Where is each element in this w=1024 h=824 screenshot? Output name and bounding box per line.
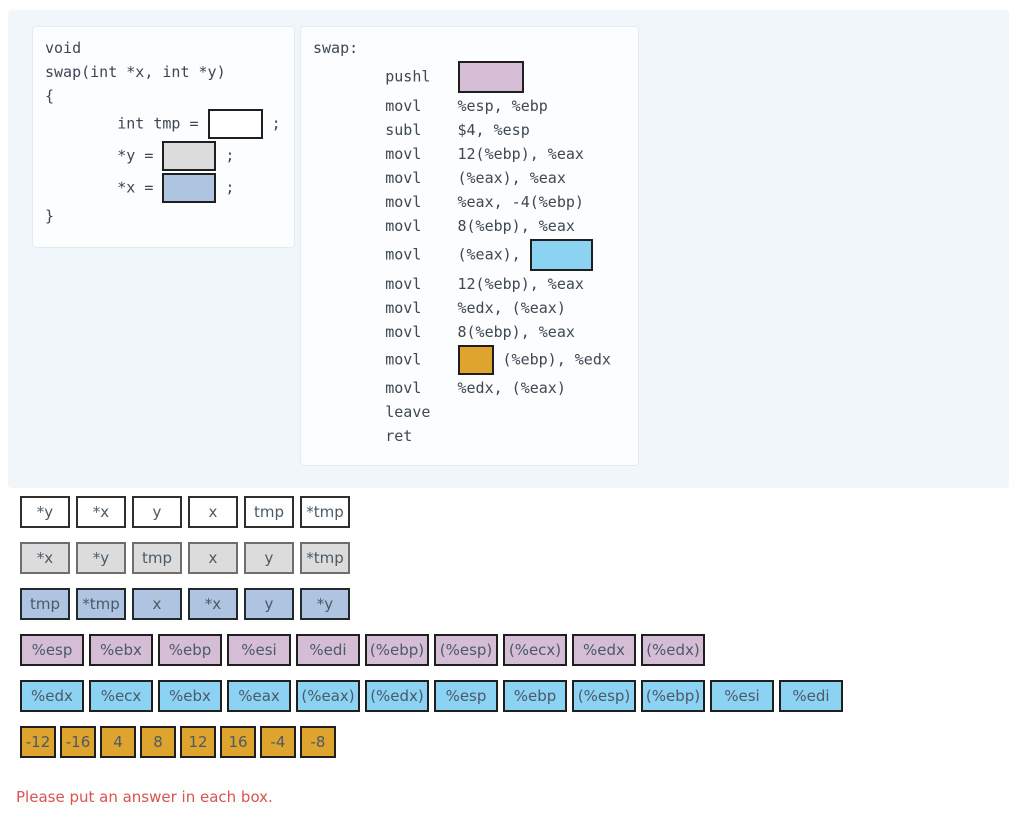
draggable-tile[interactable]: %ebx [89, 634, 153, 666]
drop-box-y-assign[interactable] [162, 141, 217, 171]
c-code-card: void swap(int *x, int *y) { int tmp = ; … [32, 26, 295, 248]
asm-line: movl 12(%ebp), %eax [313, 145, 584, 163]
asm-line: movl (%eax), %eax [313, 169, 566, 187]
assembly-card: swap: pushl movl %esp, %ebp subl $4, %es… [300, 26, 639, 466]
draggable-tile[interactable]: -8 [300, 726, 336, 758]
draggable-tile[interactable]: y [244, 588, 294, 620]
draggable-tile[interactable]: %ecx [89, 680, 153, 712]
draggable-tile[interactable]: %ebp [503, 680, 567, 712]
draggable-tile[interactable]: *y [300, 588, 350, 620]
draggable-tile[interactable]: %edx [572, 634, 636, 666]
draggable-tile[interactable]: (%ebp) [641, 680, 705, 712]
drop-box-mov-dest-register[interactable] [529, 239, 593, 271]
tile-row-registers-blue: %edx%ecx%ebx%eax(%eax)(%edx)%esp%ebp(%es… [20, 680, 848, 712]
code-text: movl [313, 350, 458, 369]
code-text: *y = [45, 146, 163, 165]
draggable-tile[interactable]: (%ecx) [503, 634, 567, 666]
draggable-tile[interactable]: (%esp) [572, 680, 636, 712]
code-line: *y = ; [45, 140, 282, 172]
draggable-tile[interactable]: *y [20, 496, 70, 528]
asm-line: movl 8(%ebp), %eax [313, 217, 575, 235]
draggable-tile[interactable]: tmp [132, 542, 182, 574]
asm-line: movl (%ebp), %edx [313, 344, 626, 376]
code-text: int tmp = [45, 114, 208, 133]
code-line: *x = ; [45, 172, 282, 204]
draggable-tile[interactable]: *x [20, 542, 70, 574]
asm-line: movl (%eax), [313, 238, 626, 272]
draggable-tile[interactable]: 4 [100, 726, 136, 758]
asm-line: movl %edx, (%eax) [313, 379, 566, 397]
asm-line: movl %eax, -4(%ebp) [313, 193, 584, 211]
code-text: ; [216, 178, 235, 197]
asm-line: ret [313, 427, 413, 445]
draggable-tile[interactable]: *tmp [300, 496, 350, 528]
draggable-tile[interactable]: %esp [434, 680, 498, 712]
code-text: movl (%eax), [313, 245, 530, 264]
drop-box-x-assign[interactable] [162, 173, 217, 203]
draggable-tile[interactable]: x [188, 542, 238, 574]
asm-line: leave [313, 403, 431, 421]
asm-line: movl 8(%ebp), %eax [313, 323, 575, 341]
asm-line: movl 12(%ebp), %eax [313, 275, 584, 293]
draggable-tile[interactable]: *tmp [300, 542, 350, 574]
draggable-tile[interactable]: %esi [227, 634, 291, 666]
code-line: { [45, 87, 55, 105]
draggable-tile[interactable]: 8 [140, 726, 176, 758]
draggable-tile[interactable]: x [132, 588, 182, 620]
code-text: pushl [313, 67, 458, 86]
draggable-tile[interactable]: (%esp) [434, 634, 498, 666]
draggable-tile[interactable]: *y [76, 542, 126, 574]
draggable-tile[interactable]: tmp [244, 496, 294, 528]
code-line: void [45, 39, 82, 57]
draggable-tile[interactable]: -16 [60, 726, 96, 758]
exercise-panel: void swap(int *x, int *y) { int tmp = ; … [8, 10, 1009, 488]
draggable-tile[interactable]: (%edx) [365, 680, 429, 712]
draggable-tile[interactable]: y [132, 496, 182, 528]
code-text: ; [216, 146, 235, 165]
code-line: int tmp = ; [45, 108, 282, 140]
draggable-tile[interactable]: x [188, 496, 238, 528]
code-text: *x = [45, 178, 163, 197]
draggable-tile[interactable]: %edx [20, 680, 84, 712]
code-text: ; [262, 114, 281, 133]
draggable-tile[interactable]: *x [188, 588, 238, 620]
draggable-tile[interactable]: -4 [260, 726, 296, 758]
draggable-tile[interactable]: -12 [20, 726, 56, 758]
draggable-tile[interactable]: %esp [20, 634, 84, 666]
draggable-tile[interactable]: %ebp [158, 634, 222, 666]
asm-line: pushl [313, 60, 626, 94]
draggable-tile[interactable]: (%eax) [296, 680, 360, 712]
draggable-tile[interactable]: (%ebp) [365, 634, 429, 666]
draggable-tile[interactable]: %edi [296, 634, 360, 666]
asm-line: movl %esp, %ebp [313, 97, 548, 115]
code-line: } [45, 207, 55, 225]
draggable-tile[interactable]: %esi [710, 680, 774, 712]
draggable-tile[interactable]: *tmp [76, 588, 126, 620]
tile-row-registers-pink: %esp%ebx%ebp%esi%edi(%ebp)(%esp)(%ecx)%e… [20, 634, 848, 666]
drop-box-tmp-value[interactable] [207, 109, 263, 139]
drop-box-pushl-operand[interactable] [457, 61, 524, 93]
draggable-tile[interactable]: tmp [20, 588, 70, 620]
draggable-tile[interactable]: 12 [180, 726, 216, 758]
draggable-tile[interactable]: %edi [779, 680, 843, 712]
asm-line: subl $4, %esp [313, 121, 530, 139]
draggable-tile[interactable]: y [244, 542, 294, 574]
instruction-text: Please put an answer in each box. [16, 788, 273, 806]
asm-label: swap: [313, 39, 359, 57]
draggable-tile[interactable]: 16 [220, 726, 256, 758]
code-text: (%ebp), %edx [493, 350, 611, 369]
draggable-tile[interactable]: (%edx) [641, 634, 705, 666]
asm-line: movl %edx, (%eax) [313, 299, 566, 317]
draggable-tile[interactable]: %ebx [158, 680, 222, 712]
draggable-tile[interactable]: *x [76, 496, 126, 528]
code-line: swap(int *x, int *y) [45, 63, 226, 81]
drop-box-mov-offset[interactable] [457, 345, 494, 375]
draggable-tile[interactable]: %eax [227, 680, 291, 712]
